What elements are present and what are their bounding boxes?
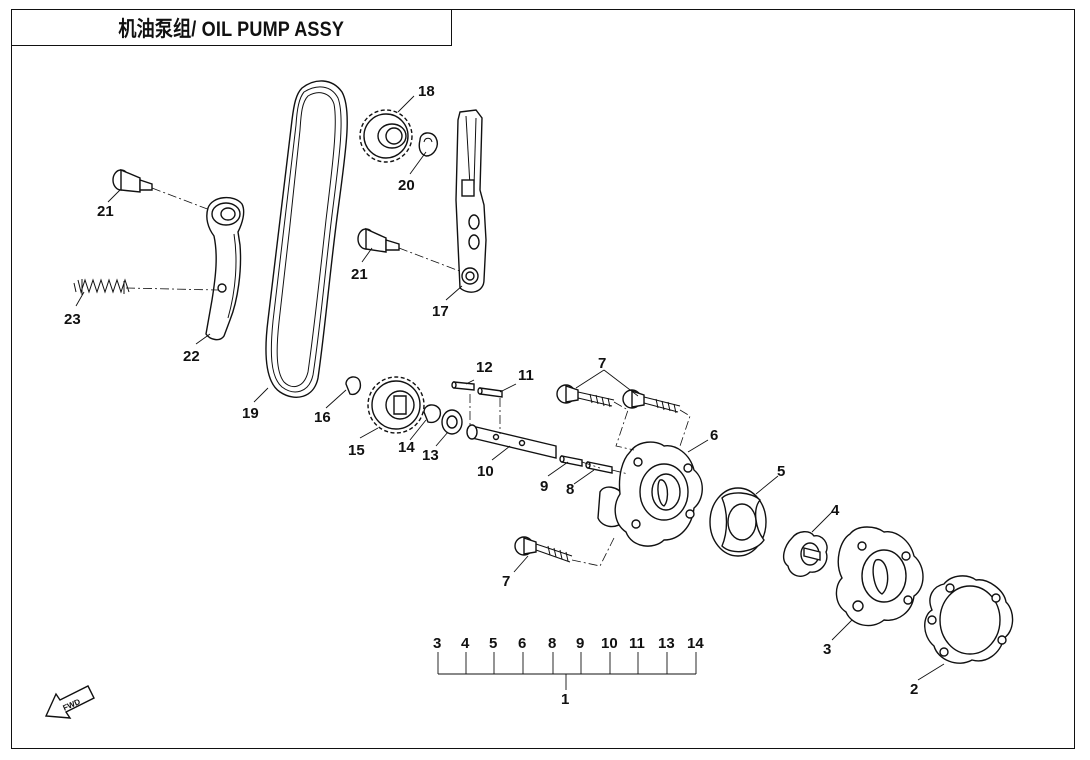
assembly-bracket [437,652,697,690]
leader-lines [75,95,945,681]
drive-sprocket-upper [359,109,413,163]
label-10: 10 [477,463,494,480]
member-label: 14 [687,635,704,652]
label-14: 14 [398,439,415,456]
tensioner-arm [205,197,245,341]
chain-guide [455,109,487,293]
label-13: 13 [422,447,439,464]
drive-sprocket-lower [367,376,425,434]
label-15: 15 [348,442,365,459]
label-6: 6 [710,427,718,444]
label-17: 17 [432,303,449,320]
member-label: 6 [518,635,526,652]
pin-12 [451,381,475,391]
label-12: 12 [476,359,493,376]
label-7-lower: 7 [502,573,510,590]
label-22: 22 [183,348,200,365]
label-3-right: 3 [823,641,831,658]
label-21-upper: 21 [97,203,114,220]
circlip-upper [418,132,438,157]
inner-rotor [782,531,828,577]
outer-rotor [709,487,767,557]
member-label: 9 [576,635,584,652]
member-label: 3 [433,635,441,652]
pump-gasket [924,575,1014,664]
member-label: 5 [489,635,497,652]
title-box: 机油泵组/ OIL PUMP ASSY [11,9,452,46]
label-18: 18 [418,83,435,100]
label-9: 9 [540,478,548,495]
timing-chain [265,80,348,398]
label-1: 1 [561,691,569,708]
label-11: 11 [518,367,534,384]
label-23: 23 [64,311,81,328]
label-19: 19 [242,405,259,422]
member-label: 8 [548,635,556,652]
label-20: 20 [398,177,415,194]
drawing-frame [11,9,1075,749]
pump-cover [597,441,703,547]
tensioner-spring [73,278,130,295]
label-7-upper: 7 [598,355,606,372]
flange-bolt-c [514,536,573,563]
label-4: 4 [831,502,840,519]
flange-bolt-b [622,389,681,414]
label-2: 2 [910,681,918,698]
circlip-16 [345,376,362,396]
member-label: 10 [601,635,618,652]
pivot-bolt-lower [357,227,400,253]
member-label: 13 [658,635,675,652]
washer [441,409,463,435]
pump-body [835,526,924,627]
forward-arrow-icon: FWD [44,685,95,719]
pin-11 [477,387,503,398]
flange-bolt-a [556,384,615,408]
pump-shaft [466,424,557,459]
label-21-lower: 21 [351,266,368,283]
assembly-lines [125,187,691,567]
member-label: 4 [461,635,470,652]
label-16: 16 [314,409,331,426]
pivot-bolt-upper [112,168,153,193]
part-labels: 18 20 21 21 23 22 17 19 16 15 14 13 12 1… [64,83,918,708]
circlip-14 [423,404,442,424]
pin-9 [559,455,583,467]
label-8: 8 [566,481,574,498]
label-5: 5 [777,463,785,480]
assembly-member-labels: 3 4 5 6 8 9 10 11 13 14 [433,635,704,652]
member-label: 11 [629,635,645,652]
diagram-title: 机油泵组/ OIL PUMP ASSY [118,17,345,41]
